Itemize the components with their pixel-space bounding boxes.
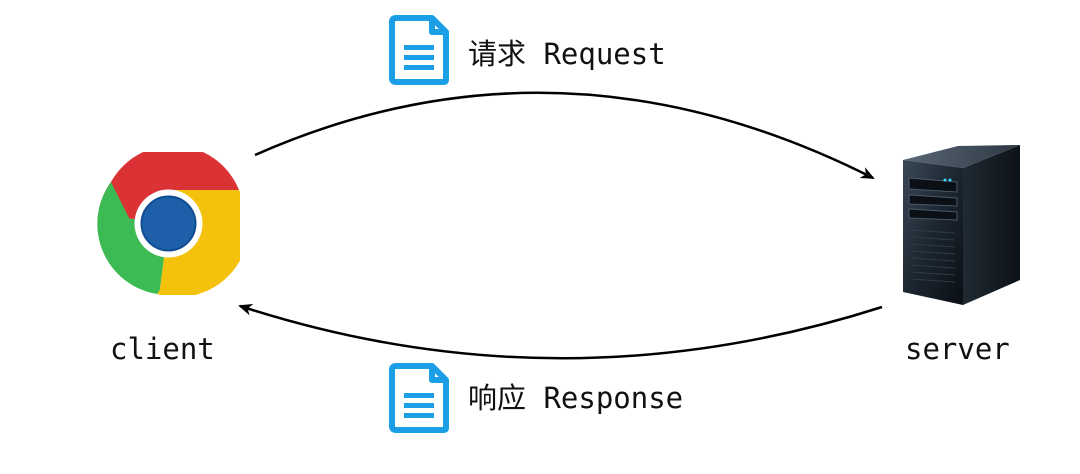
server-label: server xyxy=(905,332,1010,366)
chrome-browser-icon xyxy=(97,152,240,295)
server-tower-icon xyxy=(903,145,1020,305)
response-document-icon xyxy=(389,363,449,433)
request-label: 请求 Request xyxy=(468,37,666,71)
response-label: 响应 Response xyxy=(468,381,684,415)
request-document-icon xyxy=(389,15,449,85)
client-label: client xyxy=(110,332,215,366)
response-arrow xyxy=(238,303,883,360)
request-arrow xyxy=(254,91,875,180)
